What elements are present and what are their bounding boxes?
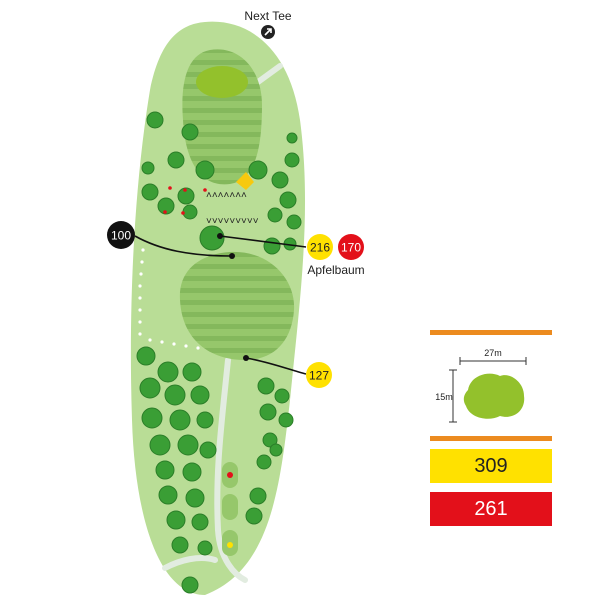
red-tee-distance: 261 (430, 492, 552, 526)
lay-up-marks-upper: ˄˄˄˄˄˄˄ (206, 190, 247, 201)
green-shape (463, 373, 525, 419)
green-width-label: 27m (484, 348, 502, 358)
green-detail: 27m 15m (435, 348, 527, 423)
svg-text:100: 100 (111, 229, 131, 243)
boundary-markers (138, 248, 200, 350)
panel-top-bar (430, 330, 552, 335)
leader-dot-216 (217, 233, 223, 239)
next-tee-label: Next Tee (244, 9, 291, 23)
yellow-tee-distance: 309 (430, 449, 552, 483)
svg-text:127: 127 (309, 369, 329, 383)
lay-up-marks-lower: ˅˅˅˅˅˅˅˅˅ (206, 216, 259, 227)
lower-fairway (179, 251, 295, 360)
red-stakes (163, 186, 207, 215)
green-depth-label: 15m (435, 392, 453, 402)
marker-127: 127 (306, 362, 332, 388)
arrow-up-right-icon[interactable] (261, 25, 275, 39)
marker-170: 170 (338, 234, 364, 260)
panel-bottom-bar (430, 436, 552, 441)
hole-map: ˄˄˄˄˄˄˄ ˅˅˅˅˅˅˅˅˅ (107, 9, 365, 596)
cart-path-branch (162, 555, 218, 571)
cart-path-top (255, 63, 283, 85)
trees (136, 111, 302, 594)
leader-line-127 (245, 357, 307, 375)
leader-line-216 (219, 235, 307, 248)
cart-path (214, 357, 248, 583)
tee-marker-yellow (227, 542, 233, 548)
leader-dot-127 (243, 355, 249, 361)
svg-text:216: 216 (310, 241, 330, 255)
marker-216: 216 (307, 234, 333, 260)
yellow-hazard (236, 172, 254, 190)
leader-dot-100 (229, 253, 235, 259)
leader-line-100 (134, 235, 233, 257)
tee-box-mid (222, 494, 238, 520)
marker-100: 100 (107, 221, 135, 249)
putting-green (196, 66, 248, 98)
tree-label: Apfelbaum (307, 263, 364, 277)
tee-marker-red (227, 472, 233, 478)
svg-text:170: 170 (341, 241, 361, 255)
